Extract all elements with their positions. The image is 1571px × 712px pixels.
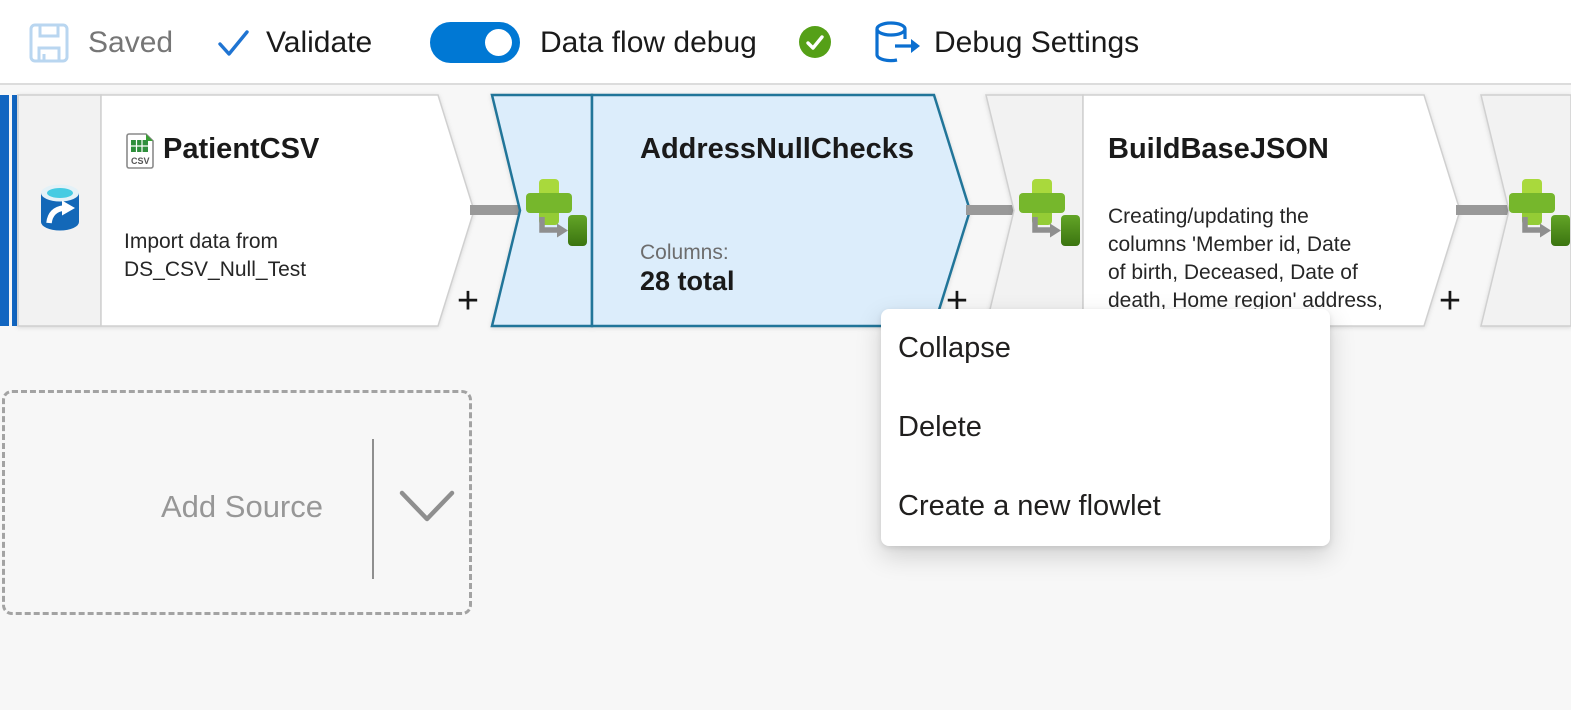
node-columns-label: Columns: xyxy=(640,241,729,264)
desc-line: DS_CSV_Null_Test xyxy=(124,258,307,281)
chevron-down-icon[interactable] xyxy=(396,479,458,533)
context-menu-item-label: Delete xyxy=(898,411,982,443)
dataflow-graph-canvas[interactable]: CSV PatientCSV Import data from DS_C xyxy=(0,85,1571,710)
desc-line: Creating/updating the xyxy=(1108,205,1309,228)
toggle-knob xyxy=(485,29,512,56)
debug-ready-status-icon xyxy=(799,26,831,58)
node-context-menu: Collapse Delete Create a new flowlet xyxy=(881,309,1330,546)
dataflow-graph: CSV xyxy=(0,93,1571,328)
stream-connector xyxy=(966,205,1016,215)
context-menu-item-label: Collapse xyxy=(898,332,1011,364)
svg-text:CSV: CSV xyxy=(131,156,150,166)
add-source-label: Add Source xyxy=(161,489,323,524)
stream-connector xyxy=(470,205,522,215)
debug-settings-label: Debug Settings xyxy=(934,25,1140,59)
save-button[interactable] xyxy=(28,0,70,85)
save-icon xyxy=(29,23,69,62)
debug-settings-label-wrap[interactable]: Debug Settings xyxy=(934,0,1139,85)
data-flow-debug-label: Data flow debug xyxy=(540,25,757,59)
node-buildbasejson-description: Creating/updating the columns 'Member id… xyxy=(1108,203,1383,315)
node-patientcsv-title: PatientCSV xyxy=(163,133,320,165)
desc-line: of birth, Deceased, Date of xyxy=(1108,261,1358,284)
source-dataset-icon xyxy=(41,184,79,231)
node-buildbasejson-title: BuildBaseJSON xyxy=(1108,133,1329,165)
data-flow-debug-label-wrap: Data flow debug xyxy=(540,0,757,85)
node-patientcsv-body[interactable] xyxy=(100,94,475,327)
stream-connector xyxy=(1456,205,1510,215)
desc-line: columns 'Member id, Date xyxy=(1108,233,1352,256)
validate-button-label-wrap[interactable]: Validate xyxy=(266,0,372,85)
context-menu-item-collapse[interactable]: Collapse xyxy=(881,309,1330,388)
canvas-left-edge-bars xyxy=(0,95,17,326)
data-flow-debug-toggle[interactable] xyxy=(430,22,520,63)
node-addressnullchecks-title: AddressNullChecks xyxy=(640,133,914,165)
node-buildbasejson-body[interactable] xyxy=(1082,94,1461,327)
save-status-label: Saved xyxy=(88,25,174,59)
validate-label: Validate xyxy=(266,25,373,59)
desc-line: Import data from xyxy=(124,230,279,253)
database-export-icon xyxy=(875,20,920,62)
debug-settings-button[interactable] xyxy=(869,0,921,85)
node-patientcsv-description: Import data from DS_CSV_Null_Test xyxy=(124,228,306,284)
csv-file-icon: CSV xyxy=(126,133,154,169)
checkmark-icon xyxy=(218,29,249,56)
context-menu-item-label: Create a new flowlet xyxy=(898,490,1161,522)
save-status: Saved xyxy=(88,0,173,85)
context-menu-item-create-flowlet[interactable]: Create a new flowlet xyxy=(881,467,1330,546)
node-addressnullchecks-body[interactable] xyxy=(590,93,972,328)
node-columns-total: 28 total xyxy=(640,266,735,296)
dataflow-toolbar: Saved Validate Data flow debug Debug Set… xyxy=(0,0,1571,85)
add-source-button[interactable]: Add Source xyxy=(2,390,472,615)
context-menu-item-delete[interactable]: Delete xyxy=(881,388,1330,467)
node-patientcsv-header: PatientCSV xyxy=(125,133,319,166)
add-source-divider xyxy=(372,439,374,579)
add-transformation-button[interactable]: + xyxy=(456,280,480,322)
validate-button[interactable] xyxy=(214,0,254,85)
desc-line: death, Home region' address, xyxy=(1108,289,1383,312)
add-transformation-button[interactable]: + xyxy=(1438,280,1462,322)
